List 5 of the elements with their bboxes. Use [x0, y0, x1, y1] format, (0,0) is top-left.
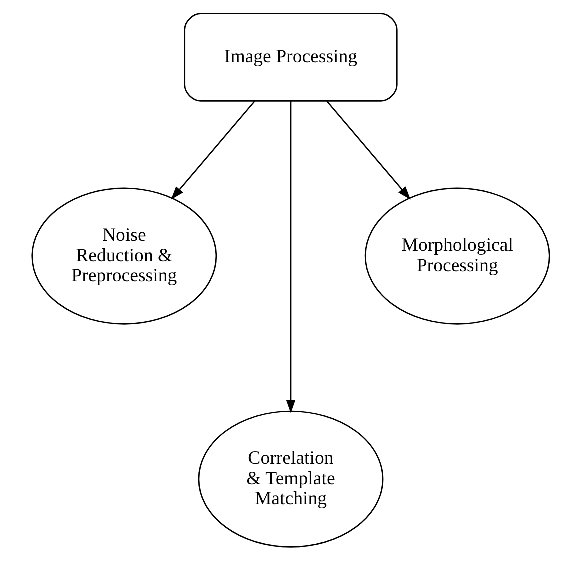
arrow: [171, 100, 256, 200]
arrow: [326, 100, 411, 200]
node-ellipse: Correlation & Template Matching: [198, 410, 384, 548]
node-box: Image Processing: [184, 13, 398, 102]
arrow: [286, 101, 296, 414]
